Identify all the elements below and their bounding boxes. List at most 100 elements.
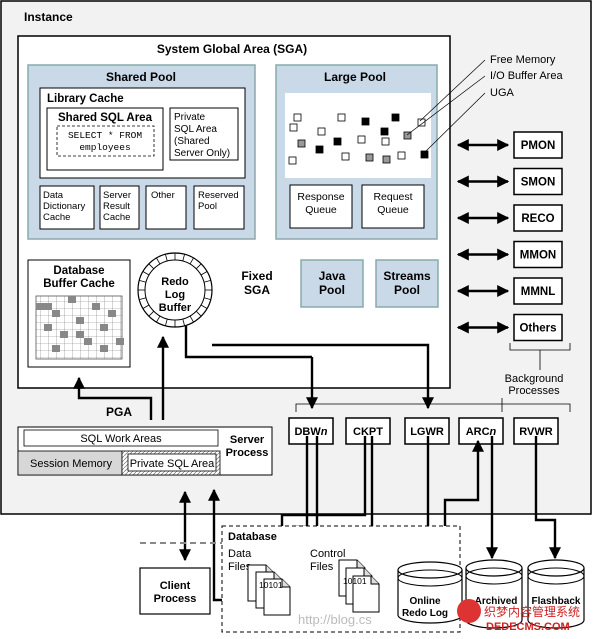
process-label: CKPT bbox=[353, 426, 383, 438]
sql-statement-box bbox=[56, 125, 155, 157]
buffer-block bbox=[76, 331, 84, 338]
database-title: Database bbox=[228, 531, 277, 543]
session-memory-box bbox=[17, 450, 123, 476]
memory-square bbox=[317, 127, 326, 136]
other-label: Other bbox=[151, 190, 175, 201]
memory-square bbox=[333, 137, 342, 146]
watermark-logo: 织梦内容管理系统 DEDECMS.COM bbox=[457, 599, 580, 633]
large-pool-memory-squares bbox=[288, 113, 429, 165]
client-process-box bbox=[139, 567, 211, 615]
svg-text:Process: Process bbox=[154, 593, 197, 605]
data-files-icons: 10101 bbox=[247, 564, 291, 616]
buffer-block bbox=[60, 331, 68, 338]
java-pool-text: Java Pool bbox=[319, 269, 346, 297]
buffer-block bbox=[76, 317, 84, 324]
control-files-label: Control Files bbox=[310, 548, 345, 573]
svg-text:SQL Area: SQL Area bbox=[174, 124, 217, 135]
process-label: ARCn bbox=[466, 426, 497, 438]
private-sql-area-pga-label: Private SQL Area bbox=[130, 458, 215, 470]
svg-text:Private: Private bbox=[174, 112, 206, 123]
flashback-log: Flashback bbox=[527, 559, 585, 629]
legend-free-memory: Free Memory bbox=[490, 54, 556, 66]
buffer-block bbox=[36, 303, 44, 310]
memory-square bbox=[297, 139, 306, 148]
process-label: DBWn bbox=[294, 426, 327, 438]
buffer-block bbox=[44, 324, 52, 331]
process-box-others bbox=[513, 313, 563, 342]
memory-square bbox=[361, 117, 370, 126]
response-queue-box bbox=[289, 184, 353, 229]
buffer-block bbox=[108, 310, 116, 317]
process-label: SMON bbox=[521, 177, 556, 189]
buffer-block bbox=[100, 345, 108, 352]
process-box-smon bbox=[513, 167, 563, 196]
svg-text:Server: Server bbox=[230, 434, 265, 446]
sga-title: System Global Area (SGA) bbox=[157, 42, 307, 56]
svg-text:Pool: Pool bbox=[319, 283, 345, 297]
process-label: RECO bbox=[521, 213, 554, 225]
request-queue-text: Request Queue bbox=[373, 191, 412, 216]
sql-work-areas-box bbox=[23, 429, 219, 447]
svg-text:Database: Database bbox=[53, 265, 104, 277]
buffer-block bbox=[116, 338, 124, 345]
sql-line-2: employees bbox=[79, 142, 130, 153]
process-box-reco bbox=[513, 204, 563, 232]
library-cache-title: Library Cache bbox=[47, 93, 124, 105]
streams-pool-text: Streams Pool bbox=[383, 269, 431, 297]
svg-text:Pool: Pool bbox=[394, 283, 420, 297]
memory-square bbox=[417, 118, 426, 127]
control-files-icons: 10101 bbox=[338, 559, 380, 613]
svg-text:织梦内容管理系统: 织梦内容管理系统 bbox=[484, 604, 580, 619]
process-box-mmon bbox=[513, 240, 563, 269]
process-label: Others bbox=[519, 323, 556, 335]
svg-text:Fixed: Fixed bbox=[241, 269, 272, 283]
svg-text:Flashback: Flashback bbox=[532, 596, 581, 607]
svg-text:Process: Process bbox=[226, 447, 269, 459]
svg-text:Result: Result bbox=[103, 201, 130, 212]
memory-square bbox=[403, 131, 412, 140]
process-box-mmnl bbox=[513, 277, 563, 305]
buffer-cache-dirty-blocks bbox=[36, 296, 124, 352]
response-queue-text: Response Queue bbox=[297, 191, 344, 216]
other-box bbox=[145, 185, 187, 230]
process-label: LGWR bbox=[410, 426, 444, 438]
memory-square bbox=[382, 155, 391, 164]
redo-log-buffer-line3: Buffer bbox=[159, 302, 192, 314]
legend-io-buffer-area: I/O Buffer Area bbox=[490, 70, 563, 82]
svg-text:Pool: Pool bbox=[198, 201, 217, 212]
process-label: MMON bbox=[520, 250, 556, 262]
reserved-pool-box bbox=[193, 185, 245, 230]
streams-pool-box bbox=[375, 259, 439, 308]
svg-text:Cache: Cache bbox=[103, 212, 130, 223]
svg-text:Server Only): Server Only) bbox=[174, 148, 230, 159]
svg-text:Background: Background bbox=[505, 373, 564, 385]
reserved-pool-text: Reserved Pool bbox=[198, 190, 239, 212]
svg-text:Request: Request bbox=[373, 191, 412, 203]
fixed-sga: Fixed SGA bbox=[241, 269, 272, 297]
memory-square bbox=[341, 152, 350, 161]
svg-text:SGA: SGA bbox=[244, 283, 270, 297]
instance-title: Instance bbox=[24, 10, 73, 24]
memory-square bbox=[289, 123, 298, 132]
svg-text:(Shared: (Shared bbox=[174, 136, 210, 147]
memory-square bbox=[315, 145, 324, 154]
large-pool-title: Large Pool bbox=[324, 70, 386, 84]
database-buffer-cache-title: Database Buffer Cache bbox=[43, 265, 115, 290]
svg-text:Buffer Cache: Buffer Cache bbox=[43, 278, 115, 290]
memory-legend: Free Memory I/O Buffer Area UGA bbox=[406, 54, 563, 154]
svg-text:Control: Control bbox=[310, 548, 345, 560]
process-box-ckpt bbox=[345, 417, 391, 445]
server-result-cache-box bbox=[99, 185, 140, 230]
legend-uga: UGA bbox=[490, 87, 515, 99]
watermark-url: http://blog.cs bbox=[298, 612, 372, 627]
private-sql-area-pga-box bbox=[127, 453, 217, 472]
process-box-arcn bbox=[458, 417, 504, 445]
shared-sql-area-title: Shared SQL Area bbox=[58, 112, 153, 124]
memory-square bbox=[381, 137, 390, 146]
svg-text:Files: Files bbox=[228, 561, 252, 573]
redo-log-buffer-line2: Log bbox=[165, 289, 185, 301]
session-memory-label: Session Memory bbox=[30, 458, 112, 470]
svg-text:Queue: Queue bbox=[305, 204, 337, 216]
